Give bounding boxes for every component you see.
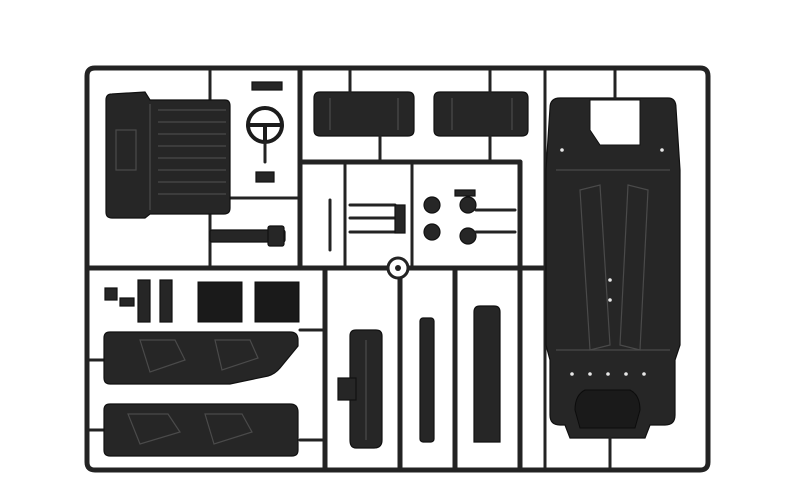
front-seat-left-part [313, 66, 415, 164]
sprue-gate [386, 256, 410, 280]
front-seat-right-part [433, 66, 529, 164]
door-panel-upper-part [103, 331, 299, 385]
suspension-parts [328, 189, 517, 252]
sill-trim-parts [419, 305, 501, 443]
door-panel-lower-part [103, 403, 299, 457]
rear-seat-part [105, 91, 231, 219]
car-floor-pan-part [545, 66, 681, 472]
center-console-part [337, 329, 383, 449]
sprue-frame [84, 65, 711, 473]
small-panel-parts [104, 279, 300, 323]
steering-wheel-part [246, 81, 284, 183]
gear-lever-part [209, 225, 286, 247]
